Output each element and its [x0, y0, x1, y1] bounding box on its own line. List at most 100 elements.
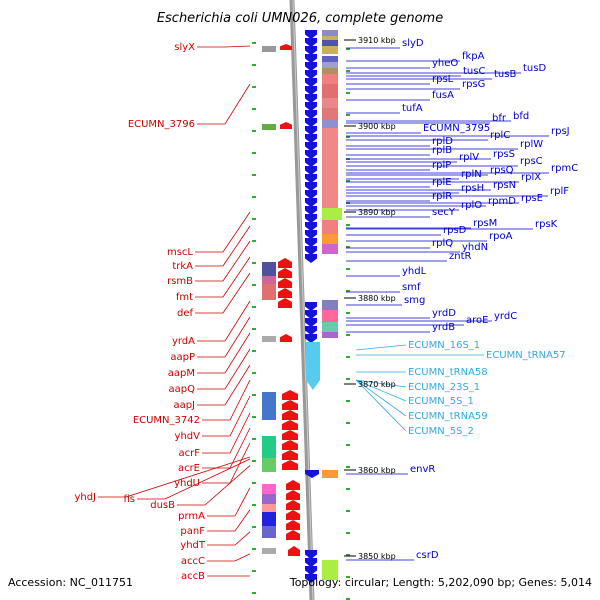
right-axis-tick	[346, 92, 350, 94]
gene-label: aroE	[466, 315, 488, 326]
gene-block	[322, 46, 338, 54]
gene-block	[262, 458, 276, 472]
rna-label: ECUMN_16S_1	[408, 340, 480, 351]
gene-label: yhdJ	[74, 492, 96, 503]
gene-leader	[195, 240, 251, 282]
gene-label: yhdL	[402, 266, 427, 277]
left-axis-tick	[252, 174, 256, 176]
gene-arrow	[305, 206, 317, 215]
gene-arrow	[282, 430, 298, 440]
gene-leader	[197, 348, 251, 390]
gene-label: smf	[402, 282, 421, 293]
gene-leader	[195, 225, 251, 267]
gene-label: yhdT	[180, 540, 206, 551]
gene-block	[262, 124, 276, 130]
gene-label: rpmC	[551, 163, 578, 174]
gene-label: tusC	[463, 66, 485, 77]
gene-arrow	[288, 546, 300, 556]
kbp-label: 3870 kbp	[358, 380, 396, 389]
gene-arrow	[305, 150, 317, 159]
gene-arrow	[305, 182, 317, 191]
gene-label: tusB	[494, 69, 516, 80]
gene-leader	[195, 256, 251, 298]
right-axis-tick	[346, 356, 350, 358]
gene-leader	[177, 465, 251, 506]
left-axis-tick	[252, 350, 256, 352]
gene-label: slyX	[174, 42, 195, 53]
left-axis-tick	[252, 64, 256, 66]
gene-arrow	[305, 550, 317, 559]
gene-label: yrdC	[494, 311, 517, 322]
right-axis-tick	[346, 554, 350, 556]
right-axis-tick	[346, 576, 350, 578]
gene-arrow	[305, 174, 317, 183]
right-axis-tick	[346, 334, 350, 336]
gene-block	[262, 392, 276, 420]
gene-block	[262, 262, 276, 276]
gene-label: rpsE	[521, 193, 543, 204]
right-axis-tick	[346, 400, 350, 402]
gene-arrow	[305, 54, 317, 63]
gene-label: yhdU	[174, 478, 200, 489]
rna-leader	[355, 379, 407, 417]
gene-block	[262, 336, 276, 342]
gene-block	[322, 98, 338, 108]
rna-leader	[355, 379, 407, 432]
gene-label: rplO	[461, 200, 482, 211]
gene-arrow	[305, 158, 317, 167]
gene-label: rpsM	[473, 218, 497, 229]
right-axis-tick	[346, 136, 350, 138]
gene-label: rpsH	[461, 183, 484, 194]
gene-block	[322, 68, 338, 74]
kbp-label: 3850 kbp	[358, 552, 396, 561]
rrna-arrow	[306, 342, 320, 390]
left-axis-tick	[252, 42, 256, 44]
gene-leader	[195, 211, 251, 253]
gene-label: zntR	[449, 251, 472, 262]
gene-arrow	[278, 278, 292, 288]
left-axis-tick	[252, 262, 256, 264]
gene-leader	[207, 509, 251, 532]
gene-arrow	[305, 326, 317, 335]
gene-label: envR	[410, 464, 435, 475]
gene-arrow	[280, 334, 292, 342]
gene-block	[262, 436, 276, 458]
gene-label: aapM	[168, 368, 195, 379]
gene-label: rplW	[520, 139, 543, 150]
gene-label: rpsC	[520, 156, 543, 167]
gene-arrow	[282, 440, 298, 450]
gene-leader	[197, 332, 251, 374]
right-axis-tick	[346, 532, 350, 534]
gene-label: fusA	[432, 90, 454, 101]
gene-block	[322, 234, 338, 244]
left-axis-tick	[252, 372, 256, 374]
rna-leader	[355, 379, 407, 388]
gene-block	[262, 512, 276, 526]
gene-arrow	[305, 318, 317, 327]
gene-block	[322, 120, 338, 128]
gene-label: rpsG	[462, 79, 485, 90]
gene-label: aapJ	[173, 400, 195, 411]
gene-arrow	[305, 558, 317, 567]
left-axis-tick	[252, 548, 256, 550]
gene-block	[322, 108, 338, 120]
gene-leader	[202, 379, 251, 421]
gene-label: rplF	[550, 186, 569, 197]
gene-label: yheO	[432, 58, 458, 69]
gene-label: rpoA	[489, 231, 513, 242]
gene-label: rplB	[432, 145, 452, 156]
left-axis-tick	[252, 306, 256, 308]
gene-leader	[98, 456, 251, 498]
gene-leader	[197, 364, 251, 406]
gene-arrow	[305, 254, 317, 263]
gene-label: fkpA	[462, 51, 485, 62]
right-axis-tick	[346, 598, 350, 600]
gene-block	[322, 332, 338, 338]
right-axis-tick	[346, 488, 350, 490]
right-axis-tick	[346, 114, 350, 116]
rna-label: ECUMN_tRNA58	[408, 367, 488, 378]
rna-label: ECUMN_tRNA57	[486, 350, 566, 361]
gene-label: accB	[181, 571, 205, 582]
gene-label: rplE	[432, 177, 452, 188]
gene-leader	[197, 45, 251, 48]
